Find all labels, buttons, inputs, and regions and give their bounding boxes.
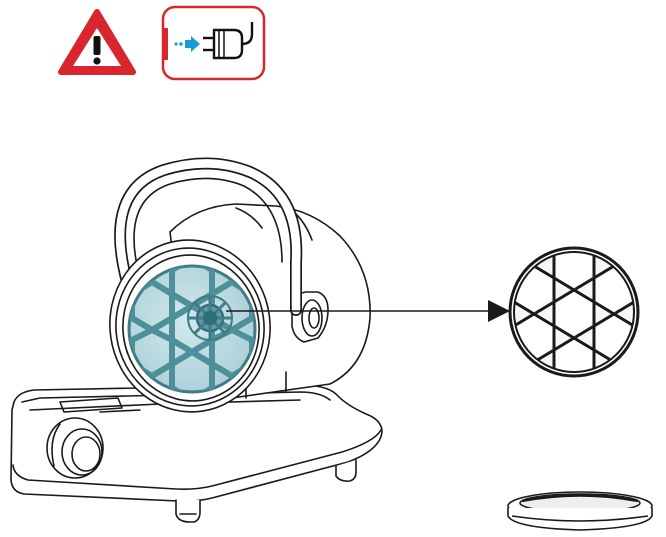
- device-base: [10, 384, 383, 523]
- unplug-power-icon: [161, 5, 266, 81]
- filter-disc: [127, 264, 257, 394]
- filter-mesh-detail: [508, 246, 640, 378]
- filter-hub: [187, 295, 233, 341]
- filter-side-view: [507, 491, 653, 531]
- callout-arrow: [226, 300, 510, 322]
- device-handle: [114, 157, 303, 316]
- warning-triangle-icon: [58, 9, 136, 75]
